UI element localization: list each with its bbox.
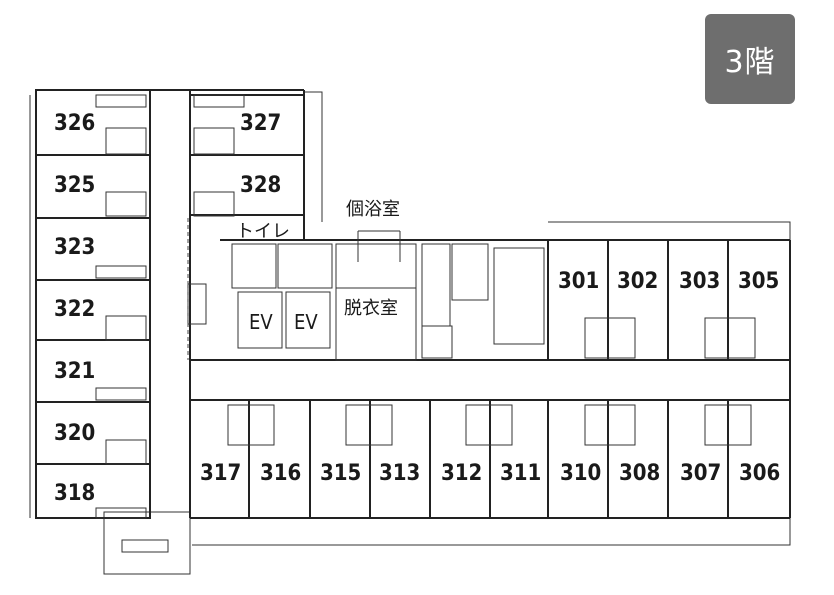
building-walls — [35, 89, 791, 519]
central-core — [121, 218, 545, 553]
room-310-label: 310 — [560, 461, 601, 486]
room-303-label: 303 — [679, 269, 720, 294]
room-320-label: 320 — [54, 421, 95, 446]
elevator-2-label: EV — [294, 310, 318, 334]
room-318-label: 318 — [54, 481, 95, 506]
floor-badge: 3階 — [705, 14, 795, 104]
room-325-label: 325 — [54, 173, 95, 198]
room-312-label: 312 — [441, 461, 482, 486]
balcony-outline — [29, 91, 791, 575]
changing-room-label: 脱衣室 — [344, 298, 398, 319]
floor-label: 3階 — [724, 45, 776, 80]
room-316-label: 316 — [260, 461, 301, 486]
room-321-label: 321 — [54, 359, 95, 384]
room-311-label: 311 — [500, 461, 541, 486]
room-317-label: 317 — [200, 461, 241, 486]
elevator-1-label: EV — [249, 310, 273, 334]
room-301-label: 301 — [558, 269, 599, 294]
room-313-label: 313 — [379, 461, 420, 486]
room-328-label: 328 — [240, 173, 281, 198]
room-fixtures — [95, 94, 756, 519]
room-306-label: 306 — [739, 461, 780, 486]
bath-label: 個浴室 — [346, 199, 400, 220]
room-302-label: 302 — [617, 269, 658, 294]
room-323-label: 323 — [54, 235, 95, 260]
room-326-label: 326 — [54, 111, 95, 136]
toilet-label: トイレ — [236, 221, 290, 242]
room-315-label: 315 — [320, 461, 361, 486]
room-307-label: 307 — [680, 461, 721, 486]
room-308-label: 308 — [619, 461, 660, 486]
room-305-label: 305 — [738, 269, 779, 294]
room-322-label: 322 — [54, 297, 95, 322]
room-327-label: 327 — [240, 111, 281, 136]
